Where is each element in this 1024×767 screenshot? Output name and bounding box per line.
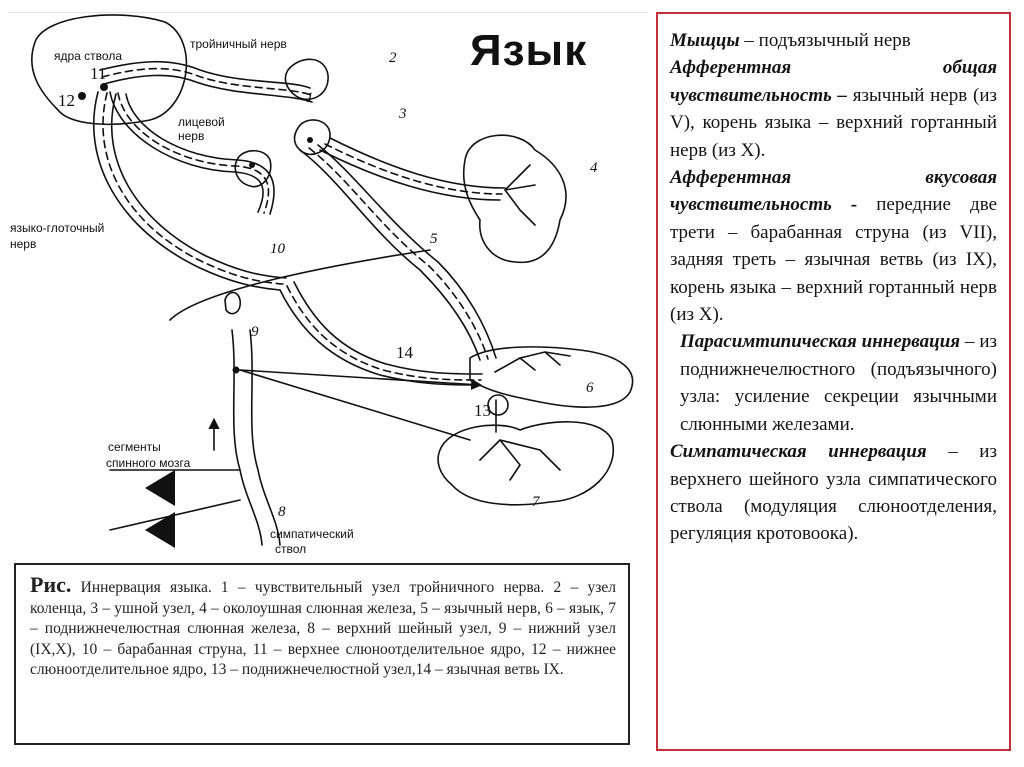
num-11: 11 — [90, 64, 106, 83]
trigeminal-tract — [99, 60, 311, 89]
tongue-outline — [469, 346, 634, 408]
tongue-innervation-diagram: ядра ствола тройничный нерв лицевой нерв… — [10, 14, 634, 556]
num-14: 14 — [396, 343, 414, 362]
panel-paragraph-sympathetic: Симпатическая иннервация – из верхнего ш… — [670, 438, 997, 548]
panel-heading-muscles: Мыщцы — [670, 30, 740, 51]
label-glosso-2: нерв — [10, 237, 36, 251]
panel-text-sympathetic: – из верхнего шейного узла симпатическог… — [670, 441, 997, 545]
label-glosso-1: языко-глоточный — [10, 221, 104, 235]
num-8: 8 — [278, 504, 286, 520]
label-segments-2: спинного мозга — [106, 456, 191, 470]
num-9: 9 — [251, 324, 259, 340]
label-segments-1: сегменты — [108, 440, 161, 454]
panel-text-muscles: – подъязычный нерв — [739, 30, 911, 51]
lingual-branch-ix — [279, 289, 481, 386]
label-trigeminal: тройничный нерв — [190, 37, 287, 51]
panel-text-parasympathetic: – из поднижнечелюстного (подъязычного) у… — [680, 331, 997, 435]
num-3: 3 — [398, 106, 407, 122]
num-5: 5 — [430, 231, 438, 247]
num-7: 7 — [532, 494, 541, 510]
geniculate-ganglion — [234, 149, 272, 188]
num-10: 10 — [270, 241, 286, 257]
label-facial-1: лицевой — [178, 115, 225, 129]
info-panel: Мыщцы – подъязычный нерв Афферентная общ… — [656, 12, 1011, 751]
panel-paragraph-muscles: Мыщцы – подъязычный нерв — [670, 27, 997, 54]
num-1: 1 — [306, 90, 314, 106]
num-2: 2 — [389, 50, 397, 66]
panel-heading-sympathetic: Симпатическая иннервация — [670, 441, 927, 463]
top-rule — [8, 12, 648, 13]
num-6: 6 — [586, 380, 594, 396]
panel-text-general-sensitivity: язычный нерв (из V), корень языка – верх… — [670, 84, 997, 161]
label-symp-2: ствол — [275, 542, 306, 556]
trigeminal-ganglion — [284, 58, 329, 101]
label-symp-1: симпатический — [270, 527, 354, 541]
panel-paragraph-parasympathetic: Парасимтипическая иннервация – из подниж… — [670, 328, 997, 438]
submandibular-gland — [437, 421, 615, 506]
brainstem-outline — [31, 14, 188, 126]
num-13: 13 — [474, 401, 491, 420]
submandibular-ganglion — [487, 394, 509, 416]
caption-lead: Рис. — [30, 572, 72, 597]
panel-paragraph-taste: Афферентная вкусовая чувствительность - … — [670, 164, 997, 328]
sympathetic-trunk — [231, 329, 263, 546]
panel-heading-general-sensitivity: Афферентная общая чувствительность – — [670, 57, 997, 106]
lingual-nerve — [299, 149, 481, 361]
panel-paragraph-general-sensitivity: Афферентная общая чувствительность – язы… — [670, 54, 997, 164]
otic-ganglion — [293, 119, 331, 156]
figure-caption: Рис. Иннервация языка. 1 – чувствительны… — [14, 563, 630, 745]
slide-title: Язык — [470, 26, 588, 75]
num-4: 4 — [590, 160, 598, 176]
parotid-gland — [462, 134, 567, 264]
panel-heading-parasympathetic: Парасимтипическая иннервация — [680, 331, 961, 353]
facial-nerve-tract — [109, 91, 264, 213]
label-nuclei: ядра ствола — [54, 49, 122, 63]
num-12: 12 — [58, 91, 75, 110]
panel-text-taste: передние две трети – барабанная струна (… — [670, 194, 998, 326]
caption-text: Иннервация языка. 1 – чувствительный узе… — [30, 579, 616, 679]
label-facial-2: нерв — [178, 129, 204, 143]
panel-heading-taste: Афферентная вкусовая чувствительность - — [670, 167, 997, 216]
